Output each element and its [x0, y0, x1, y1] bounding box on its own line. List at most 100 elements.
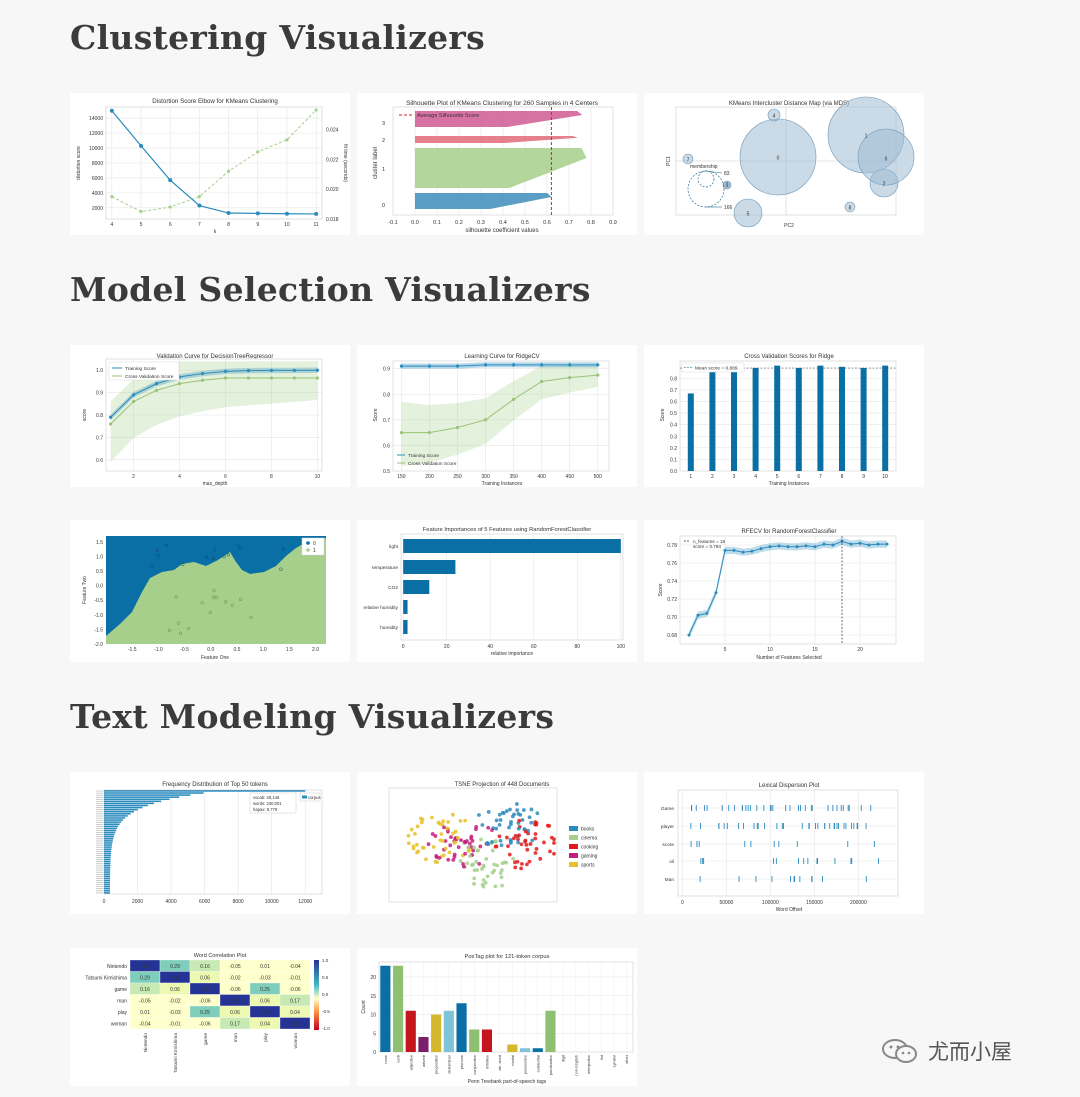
- document-point: [415, 824, 420, 829]
- cell-value: -0.06: [199, 1021, 211, 1027]
- distortion-point: [255, 211, 260, 216]
- token-bar: [104, 827, 118, 830]
- document-point: [478, 844, 483, 849]
- token-bar: [104, 844, 113, 846]
- x-axis-label: Training Instances: [769, 481, 810, 487]
- region-class-1: [106, 538, 326, 644]
- y2-tick-label: 0.024: [326, 127, 339, 133]
- x-tick-label: 4: [178, 474, 181, 480]
- word-label: Game: [661, 806, 674, 812]
- x-tick-label: 200: [425, 474, 434, 480]
- tag-label: non-English: [573, 1055, 578, 1076]
- cell-value: 1.00: [140, 964, 150, 970]
- y-tick-label: 0.7: [96, 435, 103, 441]
- cell-value: 0.06: [170, 987, 180, 993]
- document-point: [499, 875, 504, 880]
- colorbar: [314, 960, 319, 1030]
- x-tick-label: 100: [617, 644, 626, 650]
- document-point: [474, 859, 479, 864]
- cell-value: -0.03: [259, 975, 271, 981]
- document-point: [448, 843, 453, 848]
- cell-value: -0.01: [289, 975, 301, 981]
- document-point: [511, 856, 516, 861]
- document-point: [472, 881, 476, 886]
- class-1-point: [200, 601, 204, 605]
- distortion-point: [284, 211, 289, 216]
- x-axis-label: k: [214, 229, 217, 235]
- cluster-circle: [767, 108, 781, 122]
- importance-bar: [403, 580, 430, 594]
- watermark: 尤而小屋: [880, 1036, 1060, 1066]
- plot-frame: [677, 789, 899, 897]
- y2-tick-label: 0.022: [326, 157, 339, 163]
- training-score-point: [154, 382, 159, 386]
- colorbar-tick: 0.5: [322, 975, 329, 980]
- document-point: [424, 857, 428, 862]
- x-tick-label: 200000: [850, 900, 867, 906]
- document-point: [534, 846, 539, 851]
- score-point: [741, 550, 745, 554]
- class-1-point: [230, 603, 235, 607]
- document-point: [483, 880, 488, 885]
- chart-title: PosTag plot for 121-token corpus: [464, 954, 549, 960]
- token-bar: [104, 817, 126, 819]
- y2-axis-label: fit time (seconds): [342, 144, 348, 182]
- legend-label: cooking: [581, 845, 598, 851]
- cluster-circle: [857, 128, 915, 186]
- document-point: [493, 839, 498, 843]
- legend-swatch: [569, 826, 578, 831]
- x-tick-label: 1.5: [286, 647, 293, 653]
- token-bar: [104, 871, 111, 873]
- cell-value: -0.05: [229, 964, 241, 970]
- document-point: [490, 840, 494, 844]
- cluster-circle: [722, 180, 732, 190]
- silhouette-band: [415, 148, 587, 188]
- legend-value: 83: [724, 171, 730, 177]
- y-tick-label: 0.1: [670, 457, 677, 463]
- document-point: [463, 818, 468, 823]
- colorbar-tick: -1.0: [322, 1026, 330, 1031]
- chart-title: Feature Importances of 5 Features using …: [423, 527, 592, 533]
- document-point: [418, 816, 423, 821]
- x-tick-label: 6: [797, 474, 800, 480]
- y-tick-label: 10000: [89, 146, 103, 152]
- training-score-point: [399, 364, 404, 368]
- document-point: [477, 813, 481, 817]
- y-axis-label: Score: [658, 583, 664, 596]
- document-point: [533, 836, 538, 841]
- legend-swatch: [306, 541, 310, 545]
- x-tick-label: 500: [594, 474, 603, 480]
- document-point: [465, 861, 470, 866]
- document-point: [490, 848, 495, 853]
- document-point: [446, 820, 451, 824]
- document-point: [492, 868, 497, 873]
- legend-swatch: [302, 795, 307, 799]
- c-silhouette-svg: Silhouette Plot of KMeans Clustering for…: [373, 100, 617, 234]
- tag-bar: [418, 1037, 429, 1052]
- y-tick-label: 0.3: [670, 434, 677, 440]
- score-band: [689, 537, 887, 639]
- token-bar: [104, 867, 111, 869]
- document-point: [525, 847, 530, 852]
- document-point: [485, 874, 490, 879]
- class-1-point: [174, 595, 178, 599]
- section-title-clustering: Clustering Visualizers: [70, 18, 485, 57]
- x-tick-label: 0.7: [565, 220, 573, 226]
- x-tick-label: 9: [862, 474, 865, 480]
- y-tick-label: 2: [382, 138, 385, 144]
- chart-title: Learning Curve for RidgeCV: [464, 354, 539, 360]
- document-point: [490, 828, 494, 833]
- silhouette-band: [415, 193, 552, 209]
- cv-score-point: [455, 425, 460, 430]
- document-point: [524, 842, 529, 847]
- token-bar: [104, 852, 112, 855]
- document-point: [459, 838, 463, 843]
- training-score-point: [200, 371, 205, 376]
- fit-time-point: [197, 195, 202, 199]
- cell-value: 1.00: [260, 1010, 270, 1016]
- tag-label: adverb: [421, 1055, 426, 1067]
- y-tick-label: 0.5: [96, 569, 103, 575]
- document-point: [504, 809, 509, 813]
- class-0-point: [239, 546, 243, 550]
